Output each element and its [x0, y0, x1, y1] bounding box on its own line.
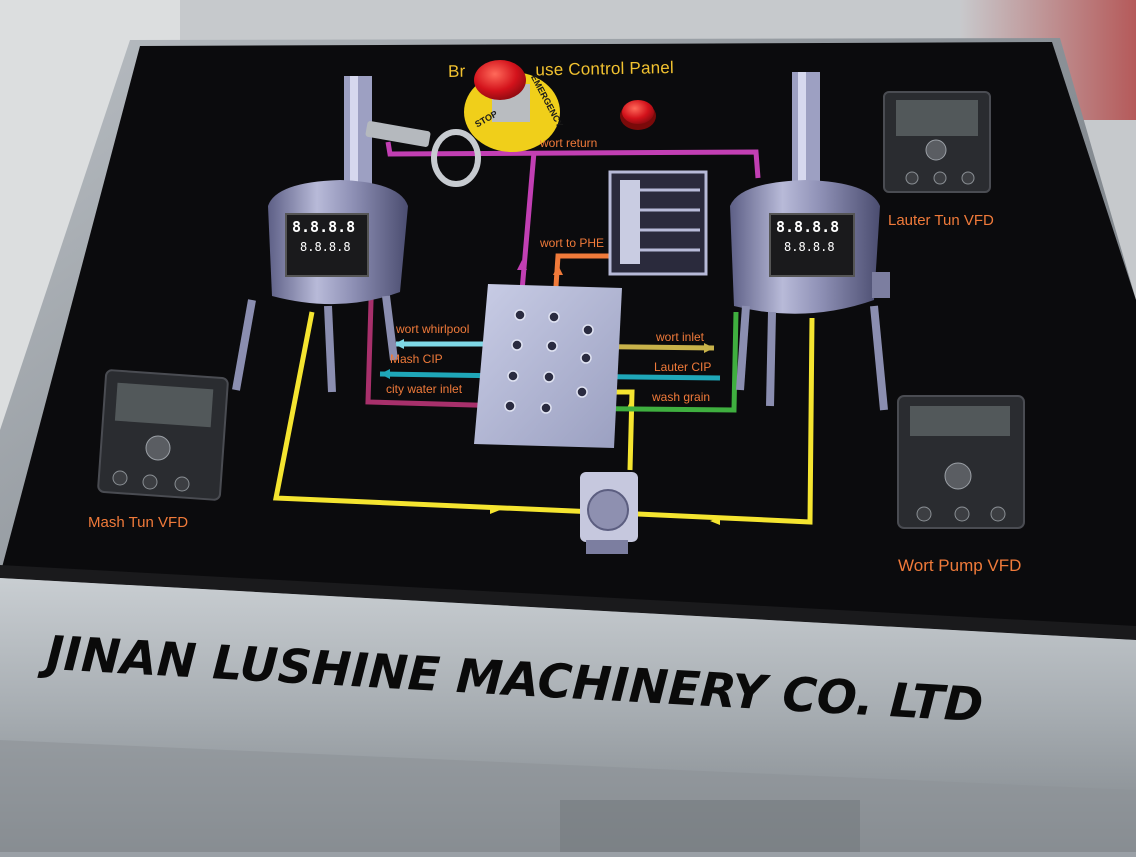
cabinet-door-shadow	[560, 800, 860, 852]
teal-arrow	[380, 369, 390, 379]
mash-tun-vfd-keypad[interactable]	[97, 369, 229, 501]
valve-manifold	[474, 284, 622, 448]
cyan-arrow	[394, 339, 404, 349]
emergency-stop-icon[interactable]	[464, 60, 560, 152]
wort-pump-graphic	[580, 472, 638, 554]
plate-heat-exchanger	[608, 170, 708, 276]
manifold-ports	[504, 309, 594, 414]
red-indicator-light-icon	[620, 100, 656, 130]
magenta-pipe-wort-return	[385, 141, 761, 179]
olive-arrow	[704, 343, 714, 353]
lauter-tun-graphic	[730, 72, 890, 411]
yellow-arrow-1	[490, 505, 500, 514]
orange-arrow	[553, 265, 563, 275]
lauter-tun-vfd-keypad[interactable]	[883, 91, 991, 193]
yellow-arrow-2	[710, 517, 720, 525]
wort-pump-vfd-keypad[interactable]	[897, 395, 1025, 529]
crimson-pipe-city-water	[365, 267, 509, 409]
panel-edge	[0, 565, 1136, 640]
magenta-arrow	[517, 260, 527, 270]
key-icon[interactable]	[365, 121, 481, 187]
mash-tun-graphic	[232, 76, 408, 393]
